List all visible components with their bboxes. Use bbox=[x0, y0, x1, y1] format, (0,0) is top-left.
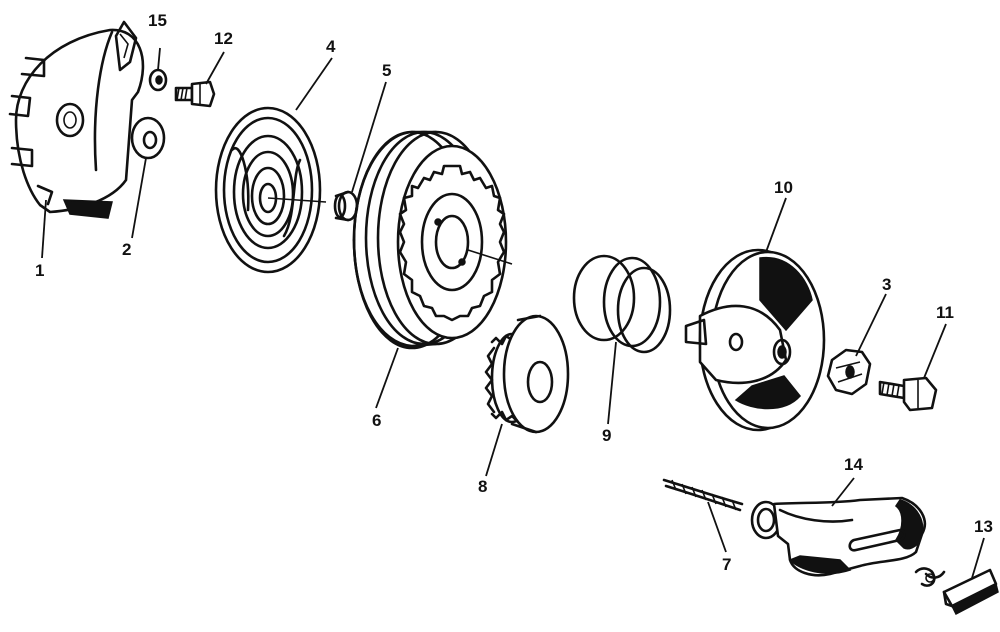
label-5: 5 bbox=[382, 61, 391, 80]
leader-lines bbox=[41, 47, 985, 579]
part-number-labels: 1 2 15 12 4 5 6 8 9 10 3 11 7 14 13 bbox=[35, 11, 993, 574]
part-7-starter-rope bbox=[662, 478, 744, 512]
label-10: 10 bbox=[774, 178, 793, 197]
label-6: 6 bbox=[372, 411, 381, 430]
part-2-washer bbox=[130, 116, 166, 160]
part-15-lock-washer bbox=[148, 68, 168, 92]
rope-knot bbox=[914, 567, 946, 587]
label-2: 2 bbox=[122, 240, 131, 259]
label-12: 12 bbox=[214, 29, 233, 48]
label-14: 14 bbox=[844, 455, 863, 474]
label-15: 15 bbox=[148, 11, 167, 30]
label-3: 3 bbox=[882, 275, 891, 294]
part-13-handle-insert bbox=[942, 568, 999, 616]
part-1-housing-plate bbox=[8, 20, 145, 219]
label-11: 11 bbox=[936, 303, 954, 322]
label-4: 4 bbox=[326, 37, 336, 56]
part-10-pawl-plate bbox=[684, 248, 826, 432]
part-6-pulley-gear bbox=[352, 130, 513, 350]
part-14-starter-handle bbox=[750, 496, 927, 577]
label-8: 8 bbox=[478, 477, 487, 496]
part-4-recoil-spring bbox=[214, 106, 327, 274]
label-7: 7 bbox=[722, 555, 731, 574]
label-13: 13 bbox=[974, 517, 993, 536]
part-3-retainer bbox=[826, 348, 872, 396]
part-5-bushing bbox=[333, 190, 359, 222]
part-8-drive-gear bbox=[484, 314, 570, 434]
part-9-spring-rings bbox=[572, 254, 672, 354]
part-12-bolt bbox=[174, 80, 216, 108]
part-11-bolt bbox=[878, 376, 938, 412]
label-1: 1 bbox=[35, 261, 44, 280]
label-9: 9 bbox=[602, 426, 611, 445]
